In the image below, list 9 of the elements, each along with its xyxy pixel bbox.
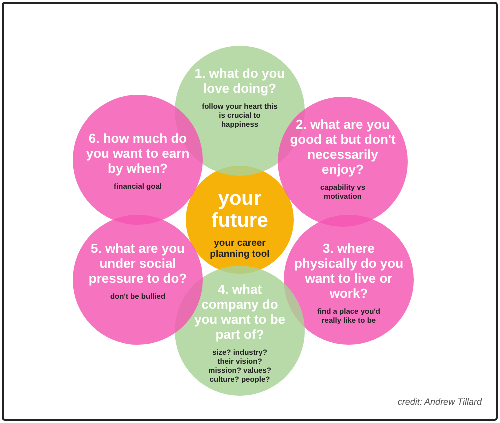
- question-text: 5. what are you under social pressure to do?: [88, 241, 188, 286]
- center-title: your future: [210, 188, 270, 232]
- question-text: 6. how much do you want to earn by when?: [85, 131, 191, 176]
- question-text: 1. what do you love doing?: [194, 66, 286, 96]
- hint-text: your career planning tool: [209, 238, 271, 260]
- question-text: 3. where physically do you want to live or work?: [293, 241, 405, 301]
- question-text: 2. what are you good at but don't necessarily enjoy?: [289, 117, 397, 177]
- question-text: 4. what company do you want to be part of?: [194, 282, 286, 342]
- credit-text: credit: Andrew Tillard: [398, 396, 482, 408]
